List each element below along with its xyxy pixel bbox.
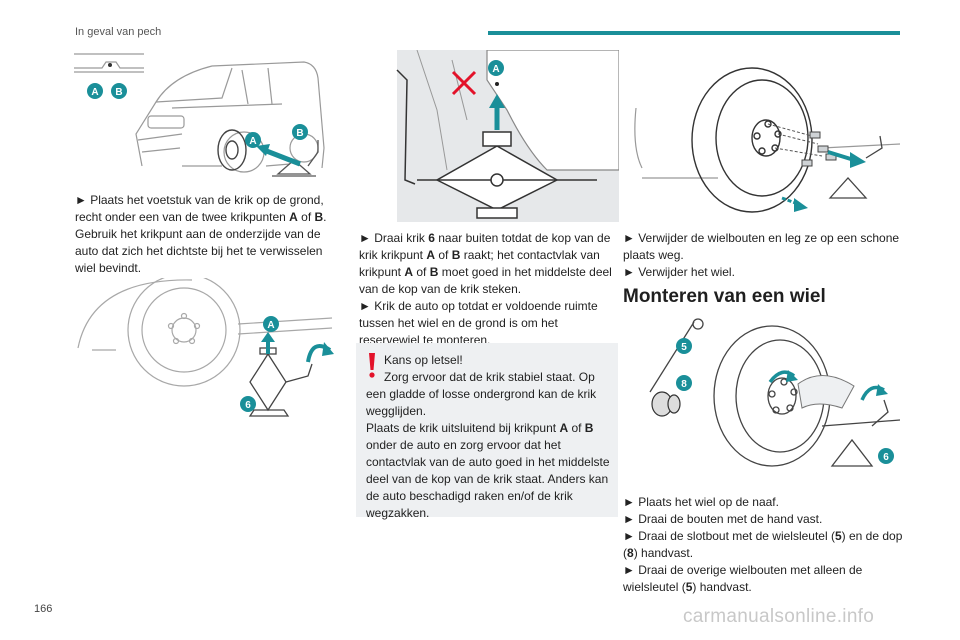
figure-remove-bolts (634, 67, 900, 213)
instruction-mount-wheel: ► Plaats het wiel op de naaf. ► Draai de… (623, 495, 903, 594)
warning-box: Kans op letsel! Zorg ervoor dat de krik … (356, 343, 618, 520)
badge-a: A (267, 320, 274, 331)
page-number: 166 (34, 603, 53, 615)
instruction-remove-bolts: ► Verwijder de wielbouten en leg ze op e… (623, 230, 903, 281)
badge-5: 5 (681, 342, 687, 353)
warning-exclamation-icon (369, 353, 375, 378)
figure-jack-closeup: A (396, 50, 619, 222)
badge-b: B (115, 87, 122, 98)
badge-8: 8 (681, 379, 687, 390)
instruction-remove-wheel: ► Verwijder het wiel. (623, 265, 735, 279)
figure-wheel-jack: A 6 (77, 278, 334, 417)
instruction-place-jack: ► Plaats het voetstuk van de krik op de … (75, 193, 327, 275)
badge-6: 6 (883, 452, 889, 463)
figure-mount-wheel: 5 8 6 (649, 318, 900, 467)
warning-text: Kans op letsel! Zorg ervoor dat de krik … (366, 352, 612, 522)
badge-a: A (249, 136, 256, 147)
badge-a: A (91, 87, 98, 98)
figure-van-jack-points: A B A B (74, 53, 325, 177)
badge-b: B (296, 128, 303, 139)
instruction-raise-car: ► Krik de auto op totdat er voldoende ru… (359, 299, 598, 347)
badge-6: 6 (245, 400, 251, 411)
section-title: Monteren van een wiel (623, 286, 826, 307)
badge-a: A (492, 64, 499, 75)
warning-heading: Kans op letsel! (384, 353, 463, 367)
instruction-turn-jack: ► Draai krik 6 naar buiten totdat de kop… (359, 230, 621, 349)
watermark: carmanualsonline.info (683, 606, 875, 627)
header-accent-bar (488, 31, 900, 35)
header-title: In geval van pech (75, 26, 162, 38)
